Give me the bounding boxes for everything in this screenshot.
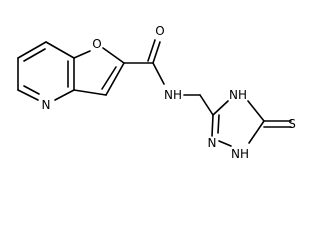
atom-labels: O O N NH NH N NH S xyxy=(42,24,296,161)
bond xyxy=(73,50,91,59)
bond xyxy=(101,66,117,90)
amide-oxygen-label: O xyxy=(155,24,164,38)
bond xyxy=(17,41,47,59)
bond xyxy=(247,100,265,122)
bond xyxy=(45,41,75,59)
bond xyxy=(199,94,214,116)
bond xyxy=(54,89,75,101)
triazole-nh-bottom-label: NH xyxy=(231,147,249,161)
molecule-diagram: O O N NH NH N NH S xyxy=(17,24,296,161)
bond xyxy=(152,62,165,85)
bond xyxy=(217,114,220,134)
bond xyxy=(102,47,125,64)
bond xyxy=(152,41,161,64)
bond xyxy=(73,89,107,96)
structure-svg: O O N NH NH N NH S xyxy=(17,24,296,161)
bond xyxy=(23,85,40,95)
bond xyxy=(211,114,214,137)
pyridine-nitrogen-label: N xyxy=(42,98,51,112)
bond xyxy=(147,39,156,62)
triazole-nh-top-label: NH xyxy=(229,88,247,102)
furan-oxygen-label: O xyxy=(92,37,101,51)
bond xyxy=(218,140,232,147)
triazole-n-label: N xyxy=(208,136,217,150)
bonds xyxy=(17,39,292,147)
bond xyxy=(23,48,46,62)
bond xyxy=(212,100,229,116)
amide-nh-label: NH xyxy=(164,88,182,102)
thione-sulfur-label: S xyxy=(288,117,296,131)
bond xyxy=(248,120,265,144)
bond xyxy=(17,89,39,101)
bond xyxy=(105,62,125,96)
